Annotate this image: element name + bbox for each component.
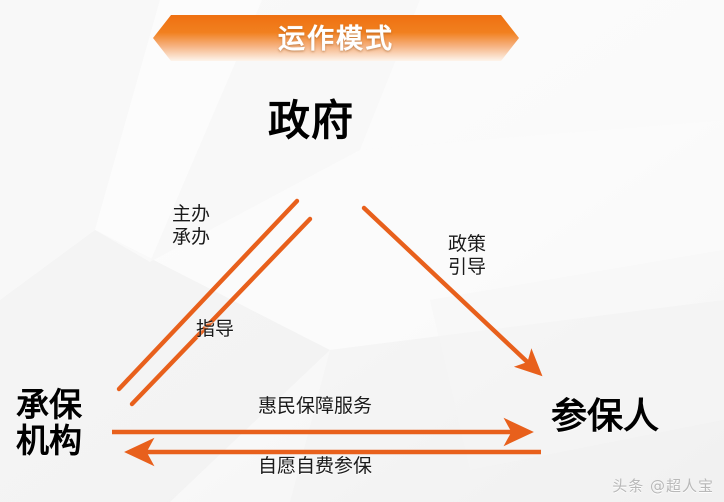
edge-label-sponsor-undertake: 主办 承办 bbox=[172, 203, 211, 249]
watermark: 头条 @超人宝 bbox=[612, 477, 714, 495]
banner-shape bbox=[153, 15, 519, 61]
node-insurer: 承保 机构 bbox=[16, 385, 82, 460]
edge-label-policy-guidance: 政策 引导 bbox=[448, 233, 487, 279]
arrow-policy-guidance bbox=[361, 205, 543, 377]
arrow-guidance bbox=[129, 216, 313, 407]
node-government: 政府 bbox=[268, 96, 355, 145]
node-insured: 参保人 bbox=[551, 396, 660, 437]
edge-label-voluntary-enrollment: 自愿自费参保 bbox=[258, 455, 373, 477]
edge-label-benefit-service: 惠民保障服务 bbox=[258, 395, 373, 417]
edge-label-guidance: 指导 bbox=[196, 318, 235, 340]
arrow-sponsor-undertake bbox=[116, 198, 300, 392]
